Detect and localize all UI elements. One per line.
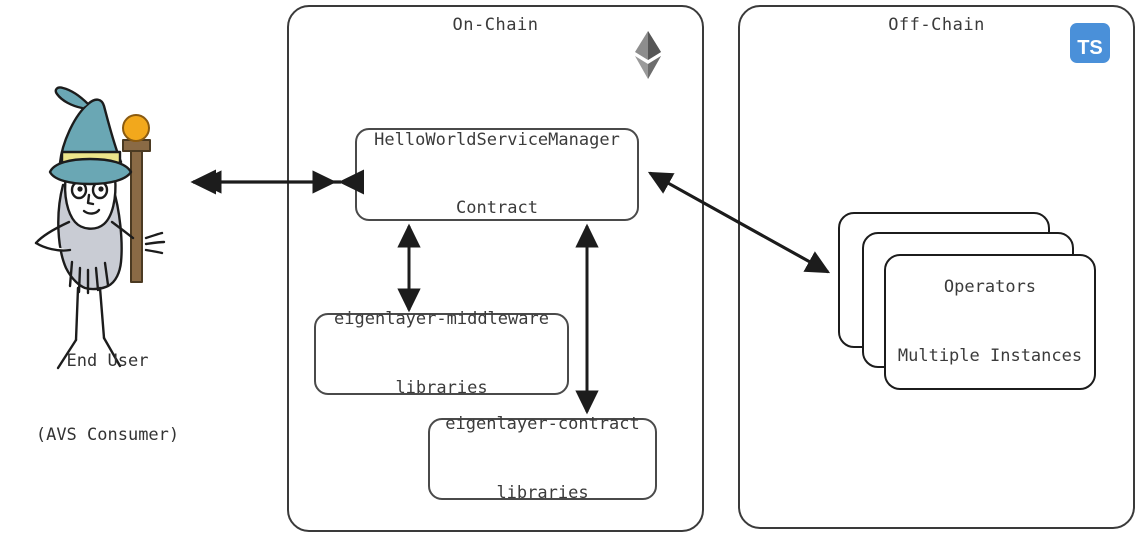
node-contracts-line2: libraries [496, 482, 589, 503]
node-service-manager-line1: HelloWorldServiceManager [374, 129, 620, 150]
node-middleware-line2: libraries [395, 377, 488, 398]
end-user-label-line2: (AVS Consumer) [35, 425, 180, 446]
node-service-manager-line2: Contract [456, 198, 538, 219]
container-on-chain-title: On-Chain [452, 15, 539, 35]
end-user-label-line1: End User [66, 351, 149, 372]
operators-card-front[interactable]: Operators Multiple Instances [884, 254, 1096, 390]
node-middleware-line1: eigenlayer-middleware [334, 309, 549, 330]
operators-label-line2: Multiple Instances [897, 345, 1083, 366]
node-eigenlayer-middleware[interactable]: eigenlayer-middleware libraries [314, 309, 569, 398]
typescript-icon: TS [1070, 23, 1110, 63]
node-contracts-line1: eigenlayer-contract [445, 414, 640, 435]
node-eigenlayer-contracts[interactable]: eigenlayer-contract libraries [428, 414, 657, 503]
end-user-caption: End User (AVS Consumer) [0, 300, 215, 497]
container-off-chain-title: Off-Chain [888, 15, 985, 35]
operators-label-line1: Operators [943, 277, 1037, 298]
node-service-manager[interactable]: HelloWorldServiceManager Contract [355, 128, 639, 221]
arrow-contract-operators-down [649, 171, 831, 274]
